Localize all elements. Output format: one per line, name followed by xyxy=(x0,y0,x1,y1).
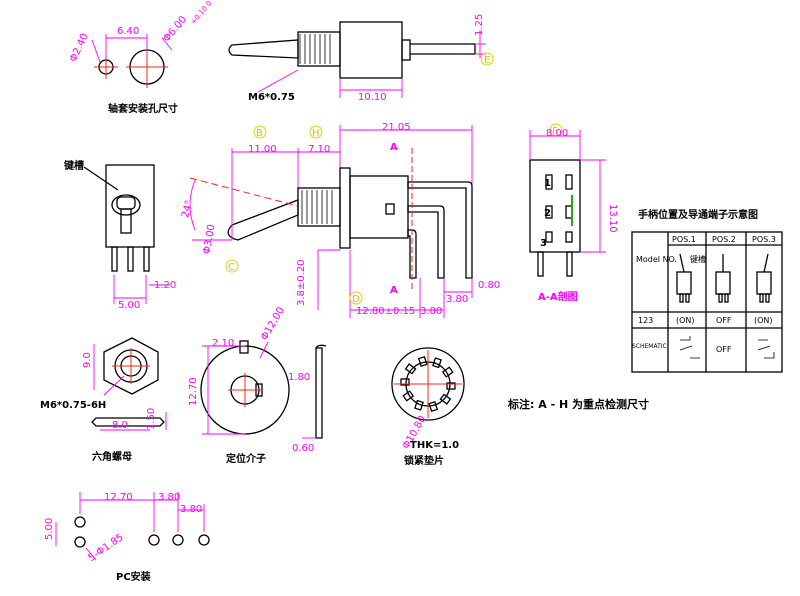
side-dim-shaft: 1.25 xyxy=(474,14,485,36)
locator-dim-tab: 2.10 xyxy=(212,338,234,349)
pc-mount-label: PC安装 xyxy=(116,570,151,583)
locator-drawing xyxy=(200,340,327,439)
mark-e: E xyxy=(484,55,490,66)
main-dim-lever-dia: Φ3.00 xyxy=(202,223,218,255)
table-header-pos3: POS.3 xyxy=(752,235,776,244)
lockwasher-tooth xyxy=(402,390,415,402)
lockwasher-tooth xyxy=(432,357,442,369)
keyway-drawing xyxy=(83,164,170,304)
mark-d: D xyxy=(352,294,360,305)
keyway-dim-width: 5.00 xyxy=(118,300,140,311)
inspection-note: 标注: A - H 为重点检测尺寸 xyxy=(507,397,649,411)
mark-c: C xyxy=(228,262,235,273)
side-view-drawing xyxy=(228,21,494,98)
main-dim-angle: 24° xyxy=(180,199,195,219)
table-schematic-pos2: OFF xyxy=(716,345,732,354)
lockwasher-tooth xyxy=(404,363,417,375)
locator-dim-thk: 1.80 xyxy=(288,372,310,383)
section-label: A-A剖图 xyxy=(538,290,578,303)
main-dim-pin-a: 3.80 xyxy=(420,306,442,317)
table-header-model: Model NO. xyxy=(636,255,677,264)
mark-h: H xyxy=(312,128,320,139)
section-mark-bottom: A xyxy=(390,285,398,296)
keyway-label: 键槽 xyxy=(63,159,84,172)
nut-thread-label: M6*0.75-6H xyxy=(40,400,106,411)
lockwasher-tooth xyxy=(417,355,428,368)
nut-dim-thickness: 8.0 xyxy=(112,420,128,431)
pc-mount-drawing xyxy=(55,492,210,561)
pc-dim-a: 12.70 xyxy=(104,492,133,503)
hex-nut-label: 六角螺母 xyxy=(92,450,132,463)
pc-dim-b: 3.80 xyxy=(158,492,180,503)
lockwasher-tooth xyxy=(414,399,424,411)
main-dim-offset: 3.8±0.20 xyxy=(296,259,307,306)
locator-dim-dia: Φ12.00 xyxy=(259,305,287,342)
front-dim-width: 8.00 xyxy=(546,128,568,139)
position-table xyxy=(631,231,783,373)
lockwasher-drawing xyxy=(391,347,465,421)
keyway-dim-height: 1.20 xyxy=(154,280,176,291)
pin-1: 1 xyxy=(544,178,551,189)
locator-label: 定位介子 xyxy=(226,452,266,465)
side-dim-body: 10.10 xyxy=(358,92,387,103)
lockwasher-tooth xyxy=(441,366,454,378)
lockwasher-tooth xyxy=(446,382,456,390)
side-thread-label: M6*0.75 xyxy=(248,92,295,103)
mark-f: F xyxy=(552,126,558,137)
shaft-dim-large-dia: Φ6.00 xyxy=(161,14,189,44)
table-row-pos3: (ON) xyxy=(754,316,773,325)
table-row-pos1: (ON) xyxy=(676,316,695,325)
main-dim-lever: 11.00 xyxy=(248,144,277,155)
table-header-pos2: POS.2 xyxy=(712,235,736,244)
shaft-hole-label: 轴套安装孔尺寸 xyxy=(108,102,178,115)
nut-dim-width: 9.0 xyxy=(82,352,93,368)
table-title: 手柄位置及导通端子示意图 xyxy=(638,208,758,221)
shaft-hole-drawing xyxy=(91,34,173,88)
main-dim-pin-spacing: 12.80±0.15 xyxy=(356,306,415,317)
lockwasher-tooth xyxy=(439,393,452,405)
shaft-dim-small-dia: Φ2.40 xyxy=(68,32,91,64)
locator-dim-height: 12.70 xyxy=(188,377,199,406)
lockwasher-tooth xyxy=(428,400,439,413)
hex-nut-drawing xyxy=(91,337,167,431)
pc-dim-c: 3.80 xyxy=(180,504,202,515)
mark-b: B xyxy=(256,128,263,139)
table-row-pos2: OFF xyxy=(716,316,732,325)
locator-dim-t2: 0.60 xyxy=(292,443,314,454)
pin-3: 3 xyxy=(540,238,547,249)
main-view-drawing xyxy=(189,123,563,318)
lockwasher-label: 锁紧垫片 xyxy=(404,454,444,467)
shaft-dim-spacing: 6.40 xyxy=(117,26,139,37)
shaft-dim-tolerance: +0.10 0 xyxy=(189,0,213,26)
pc-dim-holes: 5-Φ1.85 xyxy=(86,532,125,564)
lockwasher-tooth xyxy=(400,378,410,386)
table-header-pos1: POS.1 xyxy=(672,235,696,244)
table-lever-note: 键槽 xyxy=(690,254,706,264)
pin-2: 2 xyxy=(544,208,551,219)
main-dim-total: 21.05 xyxy=(382,122,411,133)
main-dim-pin-w: 0.80 xyxy=(478,280,500,291)
pc-dim-d: 5.00 xyxy=(44,518,55,540)
table-schematic-label: SCHEMATIC xyxy=(632,343,667,350)
front-dim-height: 13.10 xyxy=(607,204,618,233)
table-row-model: 123 xyxy=(638,316,653,325)
section-mark-top: A xyxy=(390,142,398,153)
lockwasher-thk: THK=1.0 xyxy=(410,440,459,451)
front-view-drawing xyxy=(529,130,606,277)
main-dim-pin-b: 3.80 xyxy=(446,294,468,305)
main-dim-lever-b: 7.10 xyxy=(308,144,330,155)
nut-dim-height: 1.50 xyxy=(146,408,157,430)
